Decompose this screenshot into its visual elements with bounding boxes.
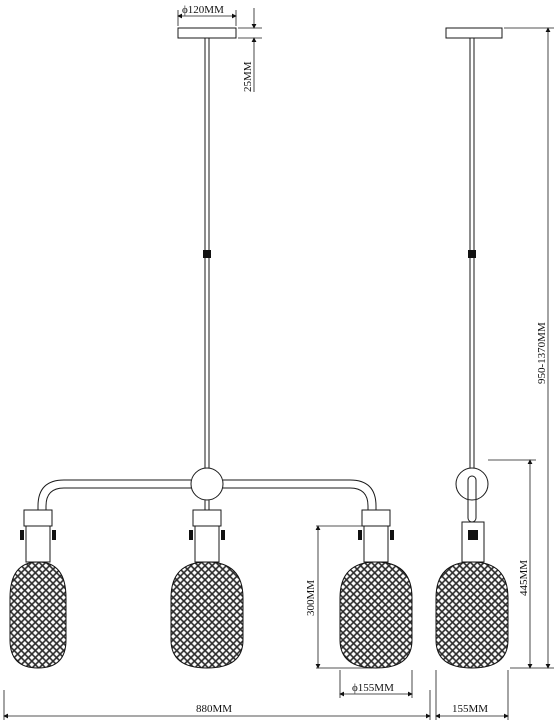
lamp-holder [23,509,53,527]
canopy-diameter-label: ϕ120MM [182,4,224,16]
side-screw [468,530,478,540]
central-hub [190,467,224,501]
canopy-height-label: 25MM [242,61,254,92]
lamp-neck [363,525,389,563]
dim-total-drop: 950-1370MM [504,27,554,669]
lamp-holder [361,509,391,527]
lamp-center [170,509,244,669]
lamp-screw-right [390,530,394,540]
lamp-screw-right [221,530,225,540]
mesh-shade [339,561,413,669]
dim-side-width: 155MM [435,670,509,720]
arm-right-inner [223,487,369,510]
dim-canopy-diameter: ϕ120MM [177,4,237,26]
side-hub [455,467,489,501]
lamp-screw-left [189,530,193,540]
side-arm [467,475,477,523]
rod-coupler [203,250,211,258]
lamp-neck [25,525,51,563]
side-neck [461,521,485,563]
dim-shade-height: 300MM [305,525,372,669]
lamp-left [9,509,67,669]
lamp-neck [194,525,220,563]
mesh-shade [170,561,244,669]
mesh-shade [9,561,67,669]
side-width-label: 155MM [452,703,488,715]
front-view: ϕ120MM 25MM 300MM ϕ155MM [3,4,431,720]
arm-right [223,479,377,510]
shade-height-label: 300MM [305,580,317,616]
dim-canopy-height: 25MM [238,8,262,92]
arm-inner [45,487,191,510]
lamp-right [339,509,413,669]
dim-shade-diameter: ϕ155MM [339,670,413,698]
side-rod-coupler [468,250,476,258]
lamp-holder [192,509,222,527]
total-drop-label: 950-1370MM [536,322,548,384]
lamp-screw-right [52,530,56,540]
dim-body-height: 445MM [488,459,554,669]
side-view: 950-1370MM 445MM 155MM [435,27,554,720]
body-height-label: 445MM [518,560,530,596]
total-width-label: 880MM [196,703,232,715]
lamp-screw-left [20,530,24,540]
dim-total-width: 880MM [3,690,431,720]
side-canopy [445,27,503,39]
canopy [177,27,237,39]
arm [37,479,191,510]
lamp-screw-left [358,530,362,540]
shade-diameter-label: ϕ155MM [352,682,394,694]
side-mesh-shade [435,561,509,669]
